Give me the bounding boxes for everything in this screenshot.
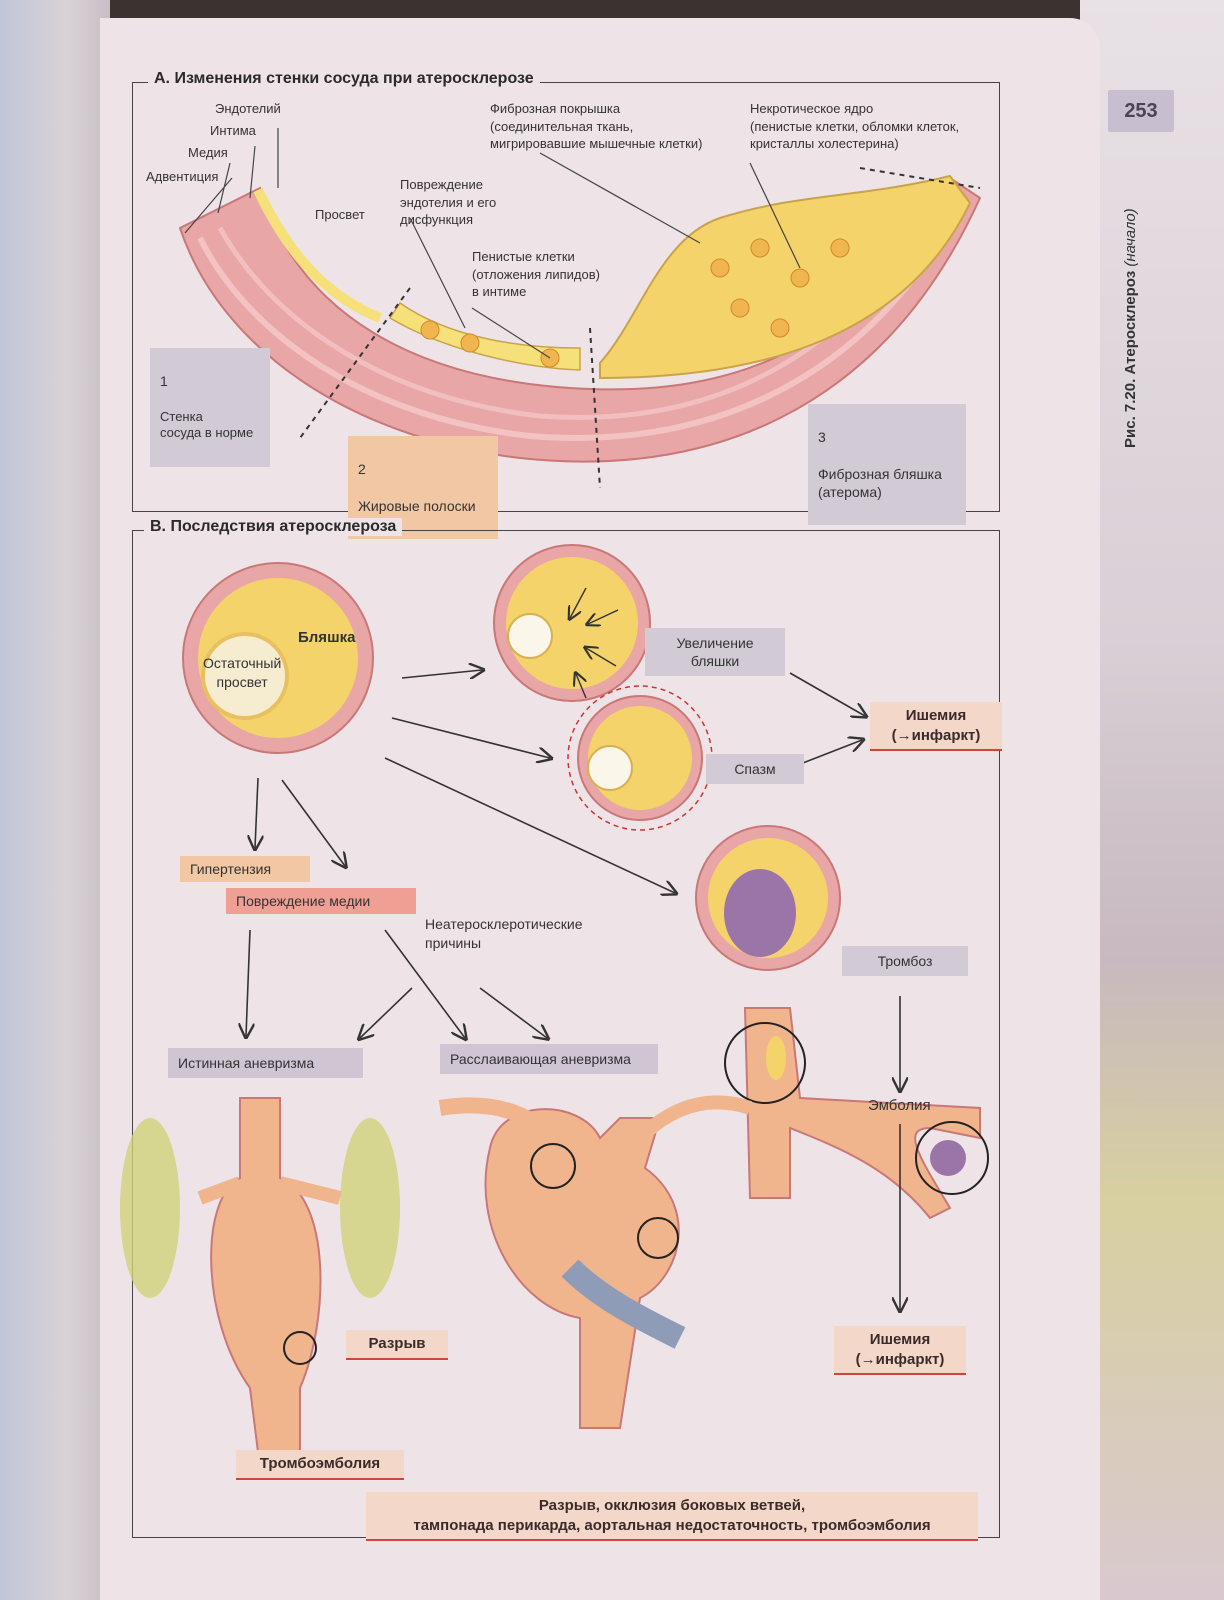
spasm-box: Спазм	[706, 754, 804, 785]
label-intima: Интима	[210, 123, 256, 138]
ischemia-bottom-box: Ишемия (→инфаркт)	[834, 1326, 966, 1375]
facing-page-edge	[0, 0, 110, 1600]
stage-3-text: Фиброзная бляшка (атерома)	[818, 465, 942, 500]
label-necrotic-core: Некротическое ядро (пенистые клетки, обл…	[750, 101, 960, 152]
wall-striations	[197, 206, 963, 441]
figure-caption: Рис. 7.20. Атеросклероз (начало)	[1122, 208, 1139, 448]
embolus-zoom-circle	[915, 1121, 989, 1195]
figure-suffix: (начало)	[1122, 208, 1139, 267]
thrombosis-box: Тромбоз	[842, 946, 968, 977]
stage-3-box: 3 Фиброзная бляшка (атерома)	[808, 404, 966, 526]
stage-3-number: 3	[818, 429, 826, 446]
plaque-growth-box: Увеличение бляшки	[645, 628, 785, 677]
ischemia-top-box: Ишемия (→инфаркт)	[870, 702, 1002, 751]
stage-divider	[299, 287, 411, 439]
figure-number: Рис. 7.20.	[1122, 378, 1139, 448]
necrotic-core-cell	[710, 258, 730, 278]
plaque-label: Бляшка	[298, 629, 356, 646]
embolism-vessel	[743, 1007, 981, 1220]
true-aneurysm-box: Истинная аневризма	[168, 1048, 363, 1079]
fibrous-plaque	[599, 174, 972, 380]
hypertension-box: Гипертензия	[180, 856, 310, 883]
stage-1-box: 1 Стенка сосуда в норме	[150, 348, 270, 467]
non-atherosclerotic-label: Неатеросклеротические причины	[425, 916, 583, 951]
section-a-title: A. Изменения стенки сосуда при атероскле…	[148, 70, 540, 88]
label-endothelial-damage: Повреждение эндотелия и его дисфункция	[400, 177, 497, 228]
stage-divider	[589, 327, 601, 489]
true-aneurysm-kidney	[120, 1118, 180, 1298]
label-media: Медия	[188, 145, 228, 160]
stage-2-number: 2	[358, 461, 366, 478]
vessel-wall-illustration	[178, 128, 982, 489]
pulmonary-trunk	[561, 1259, 686, 1349]
thrombus-zoom-circle	[724, 1022, 806, 1104]
fatty-streak	[388, 301, 581, 371]
section-b-title: B. Последствия атеросклероза	[144, 518, 403, 536]
true-aneurysm-vessel	[210, 1097, 322, 1469]
residual-lumen	[201, 632, 289, 720]
stage-1-number: 1	[160, 373, 168, 390]
figure-title: Атеросклероз	[1122, 270, 1139, 375]
thromboembolism-box: Тромбоэмболия	[236, 1450, 404, 1480]
label-lumen: Просвет	[315, 207, 365, 222]
foam-cell	[420, 320, 440, 340]
section-a-frame	[132, 82, 1000, 512]
label-fibrous-cap: Фиброзная покрышка (соединительная ткань…	[490, 101, 703, 152]
page-number: 253	[1108, 90, 1174, 132]
label-adventitia: Адвентиция	[146, 169, 219, 184]
thrombus	[724, 869, 796, 957]
intima-layer	[253, 187, 382, 323]
complications-box: Разрыв, окклюзия боковых ветвей, тампона…	[366, 1492, 978, 1541]
dissection-circle-2	[637, 1217, 679, 1259]
rupture-circle	[283, 1331, 317, 1365]
residual-lumen-label: Остаточный просвет	[203, 655, 282, 690]
label-endothelium: Эндотелий	[215, 101, 281, 116]
media-damage-box: Повреждение медии	[226, 888, 416, 915]
embolism-label: Эмболия	[868, 1097, 931, 1114]
book-page: 253 Рис. 7.20. Атеросклероз (начало) A. …	[100, 18, 1174, 1600]
rupture-box: Разрыв	[346, 1330, 448, 1360]
stage-2-text: Жировые полоски	[358, 497, 476, 514]
dissection-circle-1	[530, 1143, 576, 1189]
label-foam-cells: Пенистые клетки (отложения липидов) в ин…	[472, 249, 600, 300]
stage-1-text: Стенка сосуда в норме	[160, 408, 254, 441]
dissecting-aneurysm-box: Расслаивающая аневризма	[440, 1044, 658, 1075]
background-fabric	[1080, 0, 1224, 1600]
consequences-illustration	[120, 544, 989, 1469]
